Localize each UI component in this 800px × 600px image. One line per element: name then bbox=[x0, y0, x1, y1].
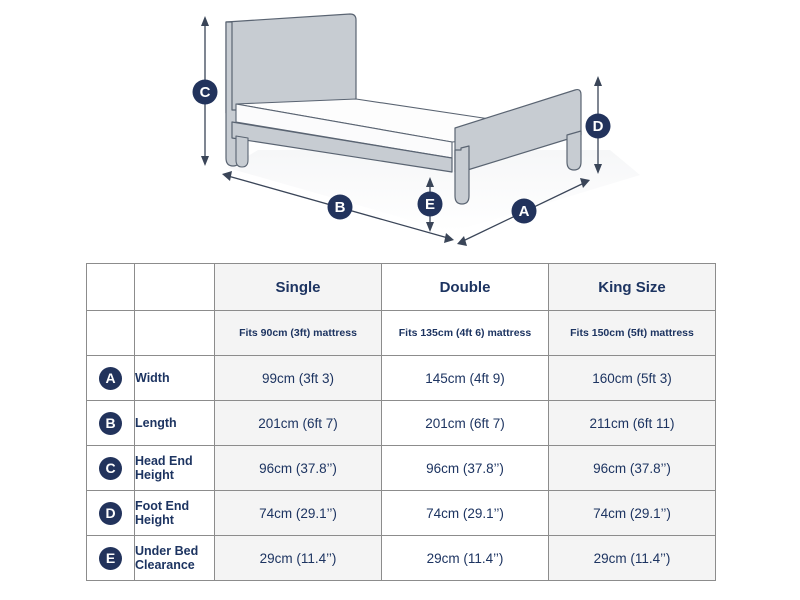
width-double: 145cm (4ft 9) bbox=[381, 355, 549, 401]
row-label-under-bed-clearance: Under Bed Clearance bbox=[134, 535, 215, 581]
under-bed-clearance-king-size: 29cm (11.4’’) bbox=[548, 535, 716, 581]
column-header-single: Single bbox=[214, 263, 382, 311]
mattress-fit-double: Fits 135cm (4ft 6) mattress bbox=[381, 310, 549, 356]
badge-b: B bbox=[99, 411, 122, 435]
width-single: 99cm (3ft 3) bbox=[214, 355, 382, 401]
mattress-fit-single: Fits 90cm (3ft) mattress bbox=[214, 310, 382, 356]
under-bed-clearance-single: 29cm (11.4’’) bbox=[214, 535, 382, 581]
bed-size-specification-table: Single Double King Size Fits 90cm (3ft) … bbox=[86, 263, 716, 581]
marker-label-A: A bbox=[519, 203, 530, 220]
marker-badge-A: A bbox=[511, 198, 537, 224]
footboard-far-leg bbox=[566, 130, 582, 171]
floor-shadow bbox=[228, 150, 640, 232]
row-label-head-end-height: Head End Height bbox=[134, 445, 215, 491]
table-row: A Width 99cm (3ft 3) 145cm (4ft 9) 160cm… bbox=[86, 355, 716, 401]
badge-d: D bbox=[99, 501, 122, 525]
length-single: 201cm (6ft 7) bbox=[214, 400, 382, 446]
row-label-foot-end-height: Foot End Height bbox=[134, 490, 215, 536]
subheader-spacer-label bbox=[134, 310, 215, 356]
marker-label-B: B bbox=[335, 199, 346, 216]
foot-end-height-double: 74cm (29.1’’) bbox=[381, 490, 549, 536]
mattress-fit-king-size: Fits 150cm (5ft) mattress bbox=[548, 310, 716, 356]
header-spacer-label bbox=[134, 263, 215, 311]
row-badge-cell-a: A bbox=[86, 355, 135, 401]
bed-diagram-panel: C D B A bbox=[0, 0, 800, 255]
row-badge-cell-d: D bbox=[86, 490, 135, 536]
length-double: 201cm (6ft 7) bbox=[381, 400, 549, 446]
table-header-row: Single Double King Size bbox=[86, 263, 716, 311]
subheader-spacer-badge bbox=[86, 310, 135, 356]
badge-e: E bbox=[99, 546, 122, 570]
marker-badge-D: D bbox=[585, 113, 611, 139]
marker-label-E: E bbox=[425, 196, 435, 213]
footboard-panel bbox=[454, 88, 582, 173]
foot-end-height-king-size: 74cm (29.1’’) bbox=[548, 490, 716, 536]
column-header-king-size: King Size bbox=[548, 263, 716, 311]
width-king-size: 160cm (5ft 3) bbox=[548, 355, 716, 401]
marker-badge-C: C bbox=[192, 79, 218, 105]
bed-illustration: C D B A bbox=[192, 13, 640, 246]
header-spacer-badge bbox=[86, 263, 135, 311]
row-badge-cell-e: E bbox=[86, 535, 135, 581]
row-badge-cell-c: C bbox=[86, 445, 135, 491]
badge-c: C bbox=[99, 456, 122, 480]
marker-badge-B: B bbox=[327, 194, 353, 220]
head-end-height-double: 96cm (37.8’’) bbox=[381, 445, 549, 491]
head-end-height-single: 96cm (37.8’’) bbox=[214, 445, 382, 491]
headboard-panel bbox=[225, 13, 357, 114]
foot-end-height-single: 74cm (29.1’’) bbox=[214, 490, 382, 536]
table-subheader-row: Fits 90cm (3ft) mattress Fits 135cm (4ft… bbox=[86, 310, 716, 356]
row-label-length: Length bbox=[134, 400, 215, 446]
badge-a: A bbox=[99, 366, 122, 390]
side-rail-front bbox=[231, 121, 453, 173]
marker-label-D: D bbox=[593, 118, 604, 135]
table-row: C Head End Height 96cm (37.8’’) 96cm (37… bbox=[86, 445, 716, 491]
front-left-leg bbox=[235, 135, 249, 168]
marker-label-C: C bbox=[200, 84, 211, 101]
row-label-width: Width bbox=[134, 355, 215, 401]
head-end-height-king-size: 96cm (37.8’’) bbox=[548, 445, 716, 491]
under-bed-clearance-double: 29cm (11.4’’) bbox=[381, 535, 549, 581]
footboard-near-leg bbox=[454, 145, 470, 205]
table-row: E Under Bed Clearance 29cm (11.4’’) 29cm… bbox=[86, 535, 716, 581]
column-header-double: Double bbox=[381, 263, 549, 311]
marker-badge-E: E bbox=[417, 191, 443, 217]
length-king-size: 211cm (6ft 11) bbox=[548, 400, 716, 446]
table-row: D Foot End Height 74cm (29.1’’) 74cm (29… bbox=[86, 490, 716, 536]
row-badge-cell-b: B bbox=[86, 400, 135, 446]
table-row: B Length 201cm (6ft 7) 201cm (6ft 7) 211… bbox=[86, 400, 716, 446]
